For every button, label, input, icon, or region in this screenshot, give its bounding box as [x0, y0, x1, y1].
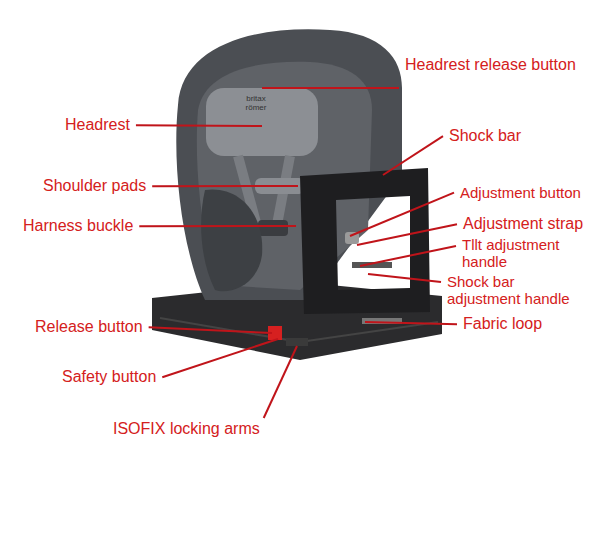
part-label: Headrest release button [405, 56, 576, 74]
leader-line [139, 225, 296, 227]
seat-shell [176, 29, 402, 300]
part-label: ISOFIX locking arms [113, 420, 260, 438]
leader-line [152, 185, 298, 187]
leader-line [368, 274, 441, 282]
part-label: Release button [35, 318, 143, 336]
leader-line [136, 124, 262, 127]
part-label: Harness buckle [23, 217, 133, 235]
leader-line [365, 322, 457, 324]
shock-bar-shape [300, 168, 430, 314]
leader-line [262, 87, 399, 89]
part-label: Shock bar adjustment handle [447, 273, 589, 308]
leader-line [149, 327, 272, 333]
part-label: Tllt adjustment handle [462, 236, 594, 271]
part-label: Fabric loop [463, 315, 542, 333]
part-label: Safety button [62, 368, 156, 386]
leader-line [360, 246, 456, 266]
leader-line [357, 224, 457, 245]
part-label: Adjustment button [460, 184, 581, 201]
leader-line [264, 346, 297, 418]
side-wing [201, 189, 262, 291]
leader-line [350, 193, 454, 236]
leader-line [162, 339, 278, 377]
part-label: Shoulder pads [43, 177, 146, 195]
buckle-shape [258, 220, 288, 236]
headrest-pad [206, 88, 318, 156]
isofix-arm-shape [286, 338, 308, 346]
leader-line [383, 136, 443, 175]
part-label: Headrest [65, 116, 130, 134]
brand-logo: britax römer [236, 94, 276, 112]
part-label: Shock bar [449, 127, 521, 145]
part-label: Adjustment strap [463, 215, 583, 233]
